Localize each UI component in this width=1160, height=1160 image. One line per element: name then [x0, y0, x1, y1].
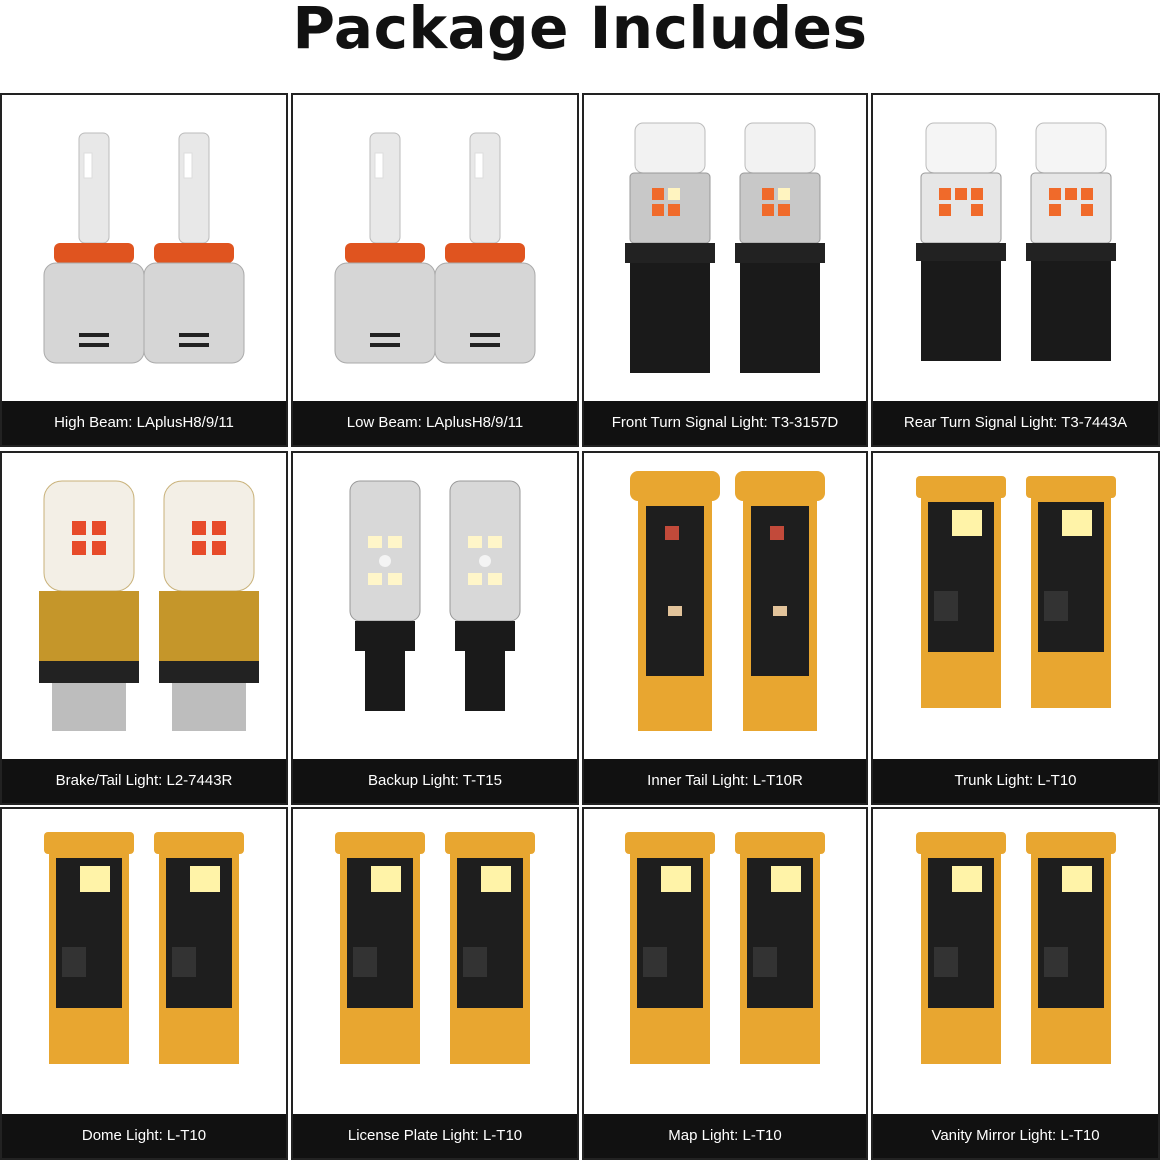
- pcb-bulb-icon: [915, 476, 1116, 708]
- card-caption: License Plate Light: L-T10: [293, 1114, 577, 1158]
- package-grid: High Beam: LAplusH8/9/11: [0, 93, 1160, 1160]
- package-card-license-plate: License Plate Light: L-T10: [291, 807, 579, 1160]
- product-image: [2, 95, 286, 401]
- package-card-front-turn: Front Turn Signal Light: T3-3157D: [582, 93, 868, 447]
- card-caption: Low Beam: LAplusH8/9/11: [293, 401, 577, 445]
- turn-signal-bulb-icon: [915, 122, 1116, 361]
- pcb-bulb-icon: [915, 831, 1116, 1064]
- product-image: [873, 95, 1158, 401]
- product-image: [2, 453, 286, 759]
- product-image: [293, 453, 577, 759]
- product-image: [873, 453, 1158, 759]
- package-card-vanity-mirror: Vanity Mirror Light: L-T10: [871, 807, 1160, 1160]
- product-image: [584, 453, 866, 759]
- pcb-bulb-icon: [335, 831, 535, 1064]
- card-caption: Dome Light: L-T10: [2, 1114, 286, 1158]
- product-image: [2, 809, 286, 1114]
- package-card-backup: Backup Light: T-T15: [291, 451, 579, 805]
- package-card-high-beam: High Beam: LAplusH8/9/11: [0, 93, 288, 447]
- card-caption: High Beam: LAplusH8/9/11: [2, 401, 286, 445]
- package-card-rear-turn: Rear Turn Signal Light: T3-7443A: [871, 93, 1160, 447]
- package-card-inner-tail: Inner Tail Light: L-T10R: [582, 451, 868, 805]
- product-image: [584, 809, 866, 1114]
- headlight-bulb-icon: [43, 132, 245, 364]
- brake-bulb-icon: [39, 480, 259, 731]
- page-title: Package Includes: [292, 0, 868, 62]
- backup-bulb-icon: [349, 480, 521, 711]
- card-caption: Backup Light: T-T15: [293, 759, 577, 803]
- product-image: [293, 95, 577, 401]
- turn-signal-bulb-icon: [625, 122, 825, 373]
- package-card-map: Map Light: L-T10: [582, 807, 868, 1160]
- product-image: [293, 809, 577, 1114]
- pcb-bulb-icon: [44, 831, 244, 1064]
- package-card-dome: Dome Light: L-T10: [0, 807, 288, 1160]
- card-caption: Rear Turn Signal Light: T3-7443A: [873, 401, 1158, 445]
- card-caption: Vanity Mirror Light: L-T10: [873, 1114, 1158, 1158]
- product-image: [584, 95, 866, 401]
- headlight-bulb-icon: [334, 132, 536, 364]
- card-caption: Trunk Light: L-T10: [873, 759, 1158, 803]
- card-caption: Front Turn Signal Light: T3-3157D: [584, 401, 866, 445]
- pcb-bulb-icon: [625, 831, 825, 1064]
- pcb-bulb-icon: [630, 471, 825, 731]
- card-caption: Inner Tail Light: L-T10R: [584, 759, 866, 803]
- product-image: [873, 809, 1158, 1114]
- package-card-low-beam: Low Beam: LAplusH8/9/11: [291, 93, 579, 447]
- card-caption: Map Light: L-T10: [584, 1114, 866, 1158]
- card-caption: Brake/Tail Light: L2-7443R: [2, 759, 286, 803]
- package-card-brake-tail: Brake/Tail Light: L2-7443R: [0, 451, 288, 805]
- package-card-trunk: Trunk Light: L-T10: [871, 451, 1160, 805]
